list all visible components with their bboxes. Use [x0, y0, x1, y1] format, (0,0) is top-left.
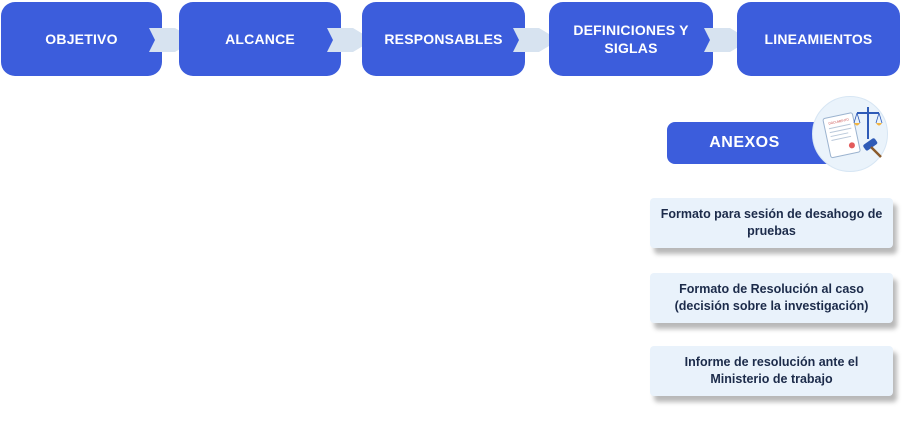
- chevron-arrow-icon: [513, 28, 559, 52]
- step-lineamientos[interactable]: LINEAMIENTOS: [737, 2, 900, 76]
- step-definiciones-y-siglas[interactable]: DEFINICIONES Y SIGLAS: [549, 2, 713, 76]
- anexo-item-label: Formato de Resolución al caso (decisión …: [674, 282, 869, 313]
- legal-document-scales-icon: DOCUMENTO: [812, 96, 888, 172]
- anexo-item-label: Informe de resolución ante el Ministerio…: [684, 355, 859, 386]
- document-header-text: DOCUMENTO: [828, 117, 850, 125]
- anexo-item-label: Formato para sesión de desahogo de prueb…: [660, 207, 883, 238]
- chevron-arrow-icon: [327, 28, 373, 52]
- anexo-item-informe-ministerio[interactable]: Informe de resolución ante el Ministerio…: [650, 346, 893, 396]
- anexo-item-desahogo-pruebas[interactable]: Formato para sesión de desahogo de prueb…: [650, 198, 893, 248]
- step-objetivo[interactable]: OBJETIVO: [1, 2, 162, 76]
- anexos-title: ANEXOS: [709, 134, 780, 151]
- anexo-item-resolucion-caso[interactable]: Formato de Resolución al caso (decisión …: [650, 273, 893, 323]
- step-responsables[interactable]: RESPONSABLES: [362, 2, 525, 76]
- step-alcance[interactable]: ALCANCE: [179, 2, 341, 76]
